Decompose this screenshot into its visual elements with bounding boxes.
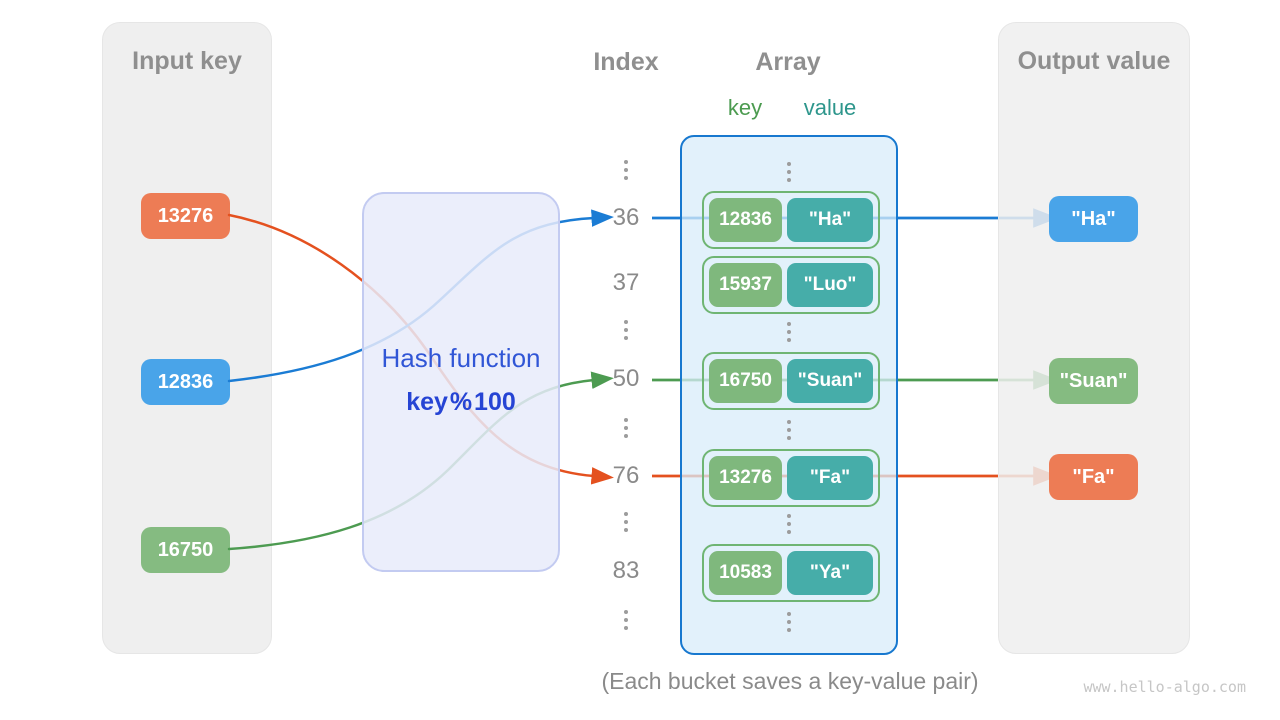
index-50: 50 [612,365,640,392]
bucket-key: 15937 [709,263,782,307]
output-value-ha: "Ha" [1049,196,1138,242]
vertical-ellipsis-icon [787,420,791,440]
input-key-16750: 16750 [141,527,230,573]
output-value-panel: Output value "Ha" "Suan" "Fa" [998,22,1190,654]
index-36: 36 [612,204,640,231]
input-key-13276: 13276 [141,193,230,239]
hash-function-box: Hash function key % 100 [362,192,560,572]
vertical-ellipsis-icon [787,322,791,342]
index-76: 76 [612,462,640,489]
vertical-ellipsis-icon [624,160,628,180]
value-column-label: value [803,95,857,120]
bucket-key: 16750 [709,359,782,403]
bucket-value: "Ya" [787,551,873,595]
input-key-panel: Input key 13276 12836 16750 [102,22,272,654]
bucket-row-50: 16750 "Suan" [702,352,880,410]
bucket-key: 12836 [709,198,782,242]
bucket-value: "Suan" [787,359,873,403]
vertical-ellipsis-icon [787,612,791,632]
bucket-value: "Fa" [787,456,873,500]
output-value-suan: "Suan" [1049,358,1138,404]
hash-formula: key % 100 [406,388,516,416]
output-value-title: Output value [1017,47,1171,75]
index-column-title: Index [593,48,659,76]
key-column-label: key [727,95,763,120]
input-key-title: Input key [132,47,242,75]
bucket-key: 13276 [709,456,782,500]
array-container: 12836 "Ha" 15937 "Luo" 16750 "Suan" 1327… [680,135,898,655]
vertical-ellipsis-icon [624,512,628,532]
hash-function-label: Hash function [381,343,541,373]
vertical-ellipsis-icon [624,418,628,438]
diagram-caption: (Each bucket saves a key-value pair) [601,668,979,694]
vertical-ellipsis-icon [787,162,791,182]
bucket-row-37: 15937 "Luo" [702,256,880,314]
website-watermark: www.hello-algo.com [1083,678,1246,696]
bucket-value: "Luo" [787,263,873,307]
bucket-row-36: 12836 "Ha" [702,191,880,249]
input-key-12836: 12836 [141,359,230,405]
index-83: 83 [612,557,640,584]
index-37: 37 [612,269,640,296]
bucket-key: 10583 [709,551,782,595]
bucket-row-76: 13276 "Fa" [702,449,880,507]
array-column-title: Array [755,48,821,76]
vertical-ellipsis-icon [787,514,791,534]
output-value-fa: "Fa" [1049,454,1138,500]
vertical-ellipsis-icon [624,320,628,340]
bucket-value: "Ha" [787,198,873,242]
bucket-row-83: 10583 "Ya" [702,544,880,602]
vertical-ellipsis-icon [624,610,628,630]
